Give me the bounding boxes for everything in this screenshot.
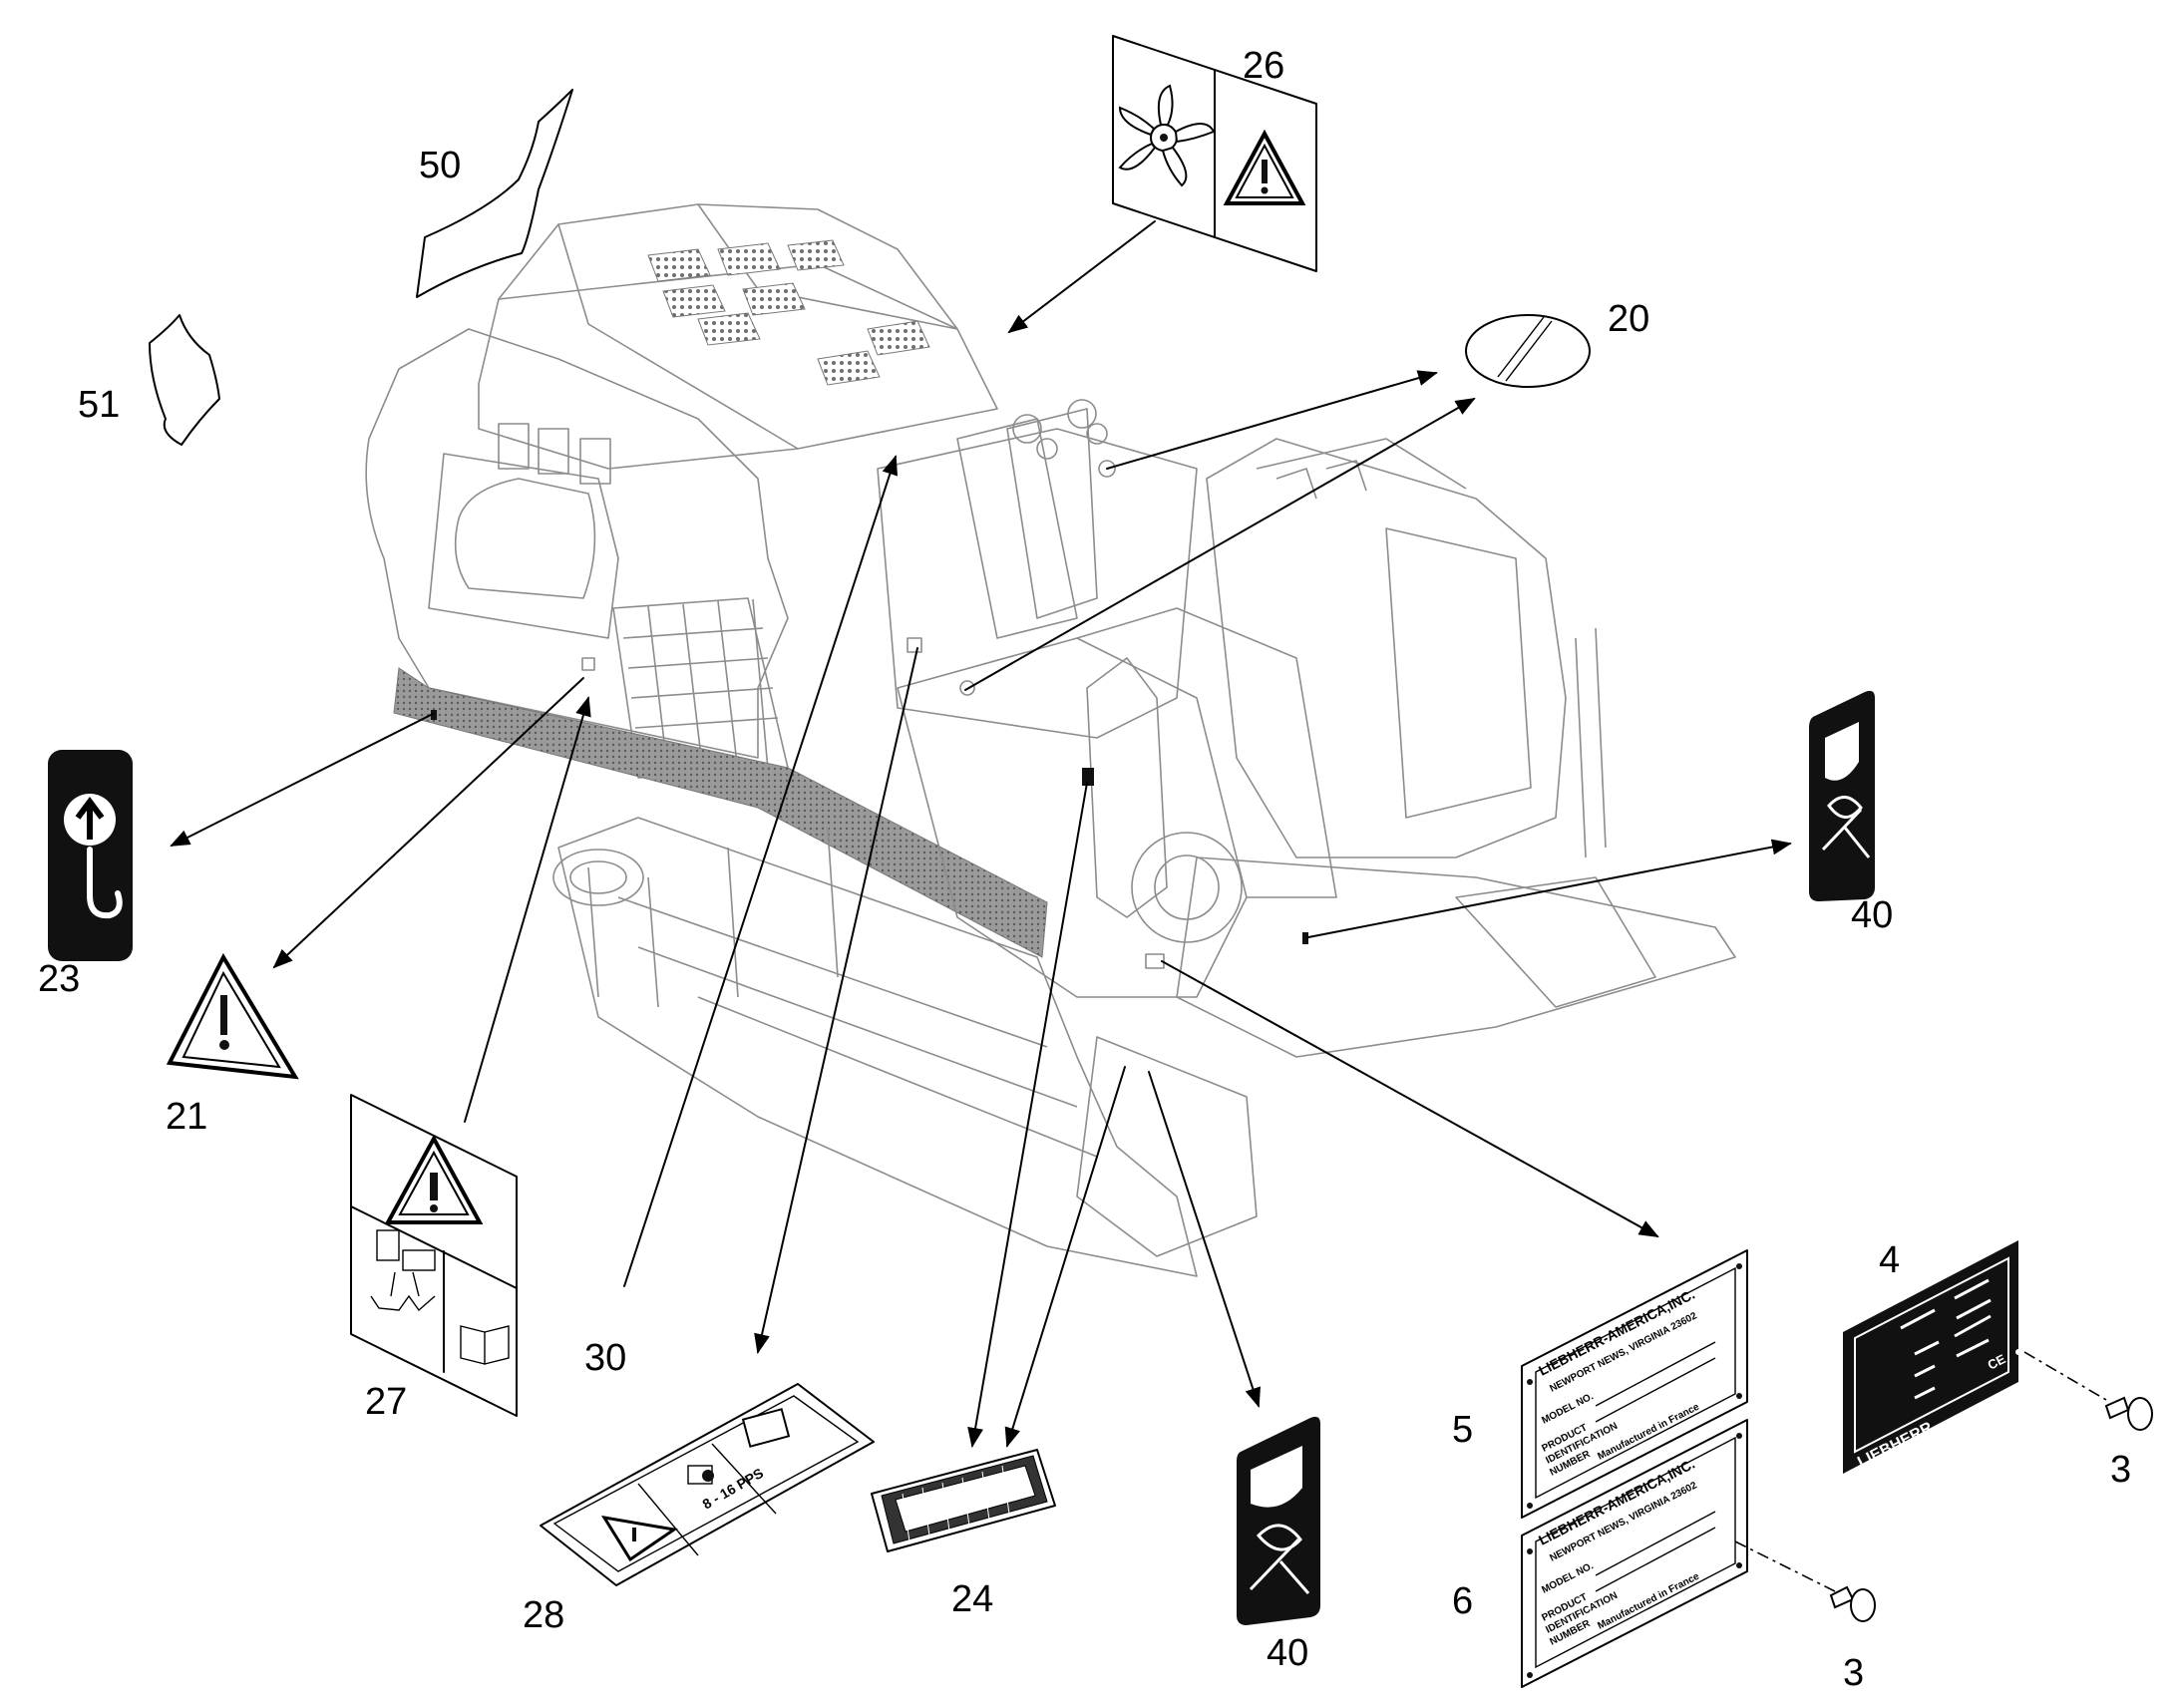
- leader-40a: [1307, 839, 1792, 938]
- callout-40-lower: 40: [1267, 1632, 1308, 1674]
- callout-4: 4: [1879, 1239, 1900, 1281]
- decal-50: [416, 89, 573, 298]
- callout-30: 30: [584, 1337, 626, 1379]
- callout-6: 6: [1452, 1580, 1473, 1622]
- rivet-3-upper: [2104, 1396, 2153, 1431]
- warning-icon: [600, 1515, 678, 1562]
- plate4-ce: CE: [1986, 1351, 2008, 1373]
- plate5-model-label: MODEL NO.: [1540, 1391, 1596, 1427]
- decal-27-warning-manual: [350, 1094, 518, 1417]
- decal-20-oval: [1465, 314, 1591, 388]
- callout-51: 51: [78, 384, 120, 426]
- callout-3-lower: 3: [1843, 1652, 1864, 1694]
- callout-27: 27: [365, 1381, 407, 1423]
- decal-24-frame: [871, 1449, 1056, 1552]
- leader-30: [623, 455, 899, 1287]
- warning-icon: [384, 1134, 484, 1224]
- callout-5: 5: [1452, 1409, 1473, 1451]
- excavator-upper-carriage: [365, 203, 1736, 1277]
- callout-24: 24: [951, 1578, 993, 1620]
- callout-3-upper: 3: [2110, 1449, 2131, 1491]
- leader-20a: [1106, 370, 1438, 470]
- callout-23: 23: [38, 958, 80, 1000]
- callout-50: 50: [419, 145, 461, 186]
- decal-28-warning-strip: 8 - 16 PPS: [540, 1383, 875, 1586]
- leader-20b: [964, 398, 1476, 691]
- leader-27: [464, 696, 591, 1123]
- callout-40-upper: 40: [1851, 894, 1893, 936]
- callout-26: 26: [1243, 45, 1284, 87]
- leader-5: [1161, 960, 1659, 1237]
- callout-28: 28: [523, 1594, 564, 1636]
- lever-diagram-icon: [370, 1229, 436, 1312]
- leader-28: [754, 647, 918, 1354]
- manual-book-icon: [460, 1325, 510, 1365]
- leader-24a: [967, 782, 1088, 1448]
- leader-21: [272, 677, 584, 969]
- leader-26: [1007, 220, 1156, 334]
- plate6-model-label: MODEL NO.: [1540, 1560, 1596, 1596]
- rivet-3-lower: [1829, 1585, 1876, 1622]
- leader-lines: [170, 220, 1792, 1448]
- callout-numbers: 26 20 50 51 23 21 27 30 28 24 40 40 4 5 …: [38, 45, 2131, 1694]
- warning-icon: [1223, 129, 1306, 205]
- decal-23-lifting-hook: [48, 750, 133, 961]
- leader-40b: [1148, 1071, 1261, 1408]
- decal-40-lower: [1237, 1416, 1320, 1625]
- decal-40-upper: [1809, 690, 1875, 901]
- decal-21-warning: [166, 952, 299, 1080]
- callout-20: 20: [1608, 298, 1649, 340]
- leader-23: [170, 713, 434, 847]
- decal-51: [149, 314, 220, 446]
- leader-24b: [1004, 1066, 1126, 1448]
- callout-21: 21: [166, 1096, 207, 1138]
- decal-26-fan-warning: [1112, 35, 1317, 272]
- fan-icon: [1118, 84, 1216, 187]
